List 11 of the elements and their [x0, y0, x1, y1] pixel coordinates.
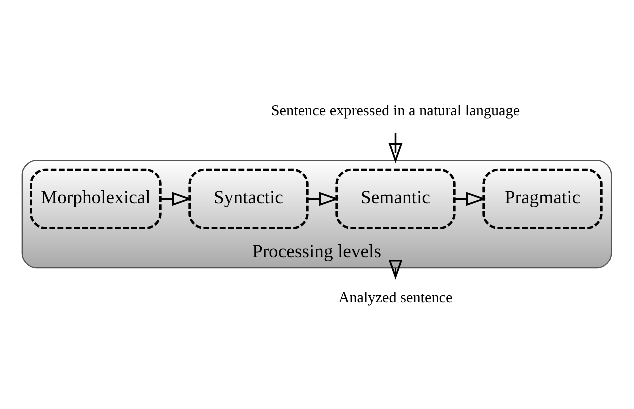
- node-text: Analyzed sentence: [338, 288, 453, 306]
- arrow: [454, 192, 486, 206]
- arrow: [388, 132, 403, 163]
- node-box: Syntactic: [188, 168, 309, 229]
- node-box: Pragmatic: [482, 168, 603, 229]
- arrow: [160, 192, 192, 206]
- arrow: [388, 260, 403, 280]
- node-box: Semantic: [336, 168, 456, 229]
- node-box: Morpholexical: [30, 168, 162, 229]
- arrow: [308, 192, 340, 206]
- node-text: Sentence expressed in a natural language: [271, 102, 520, 120]
